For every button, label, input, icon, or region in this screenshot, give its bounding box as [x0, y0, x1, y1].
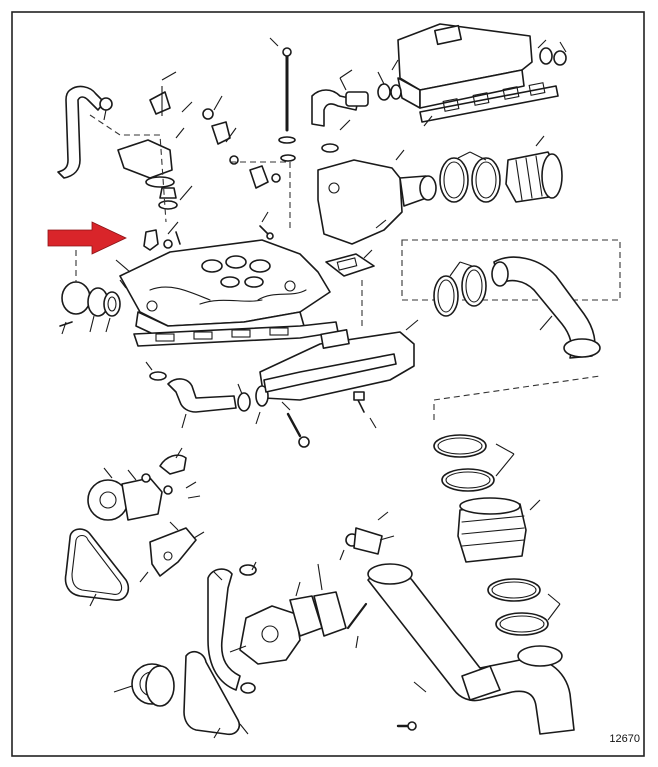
crank-pulley [131, 663, 175, 707]
red-arrow-icon [47, 221, 127, 255]
leader-lines-bottom-right [339, 443, 561, 693]
leader-lines-riser [363, 135, 545, 259]
pump-bracket [149, 527, 197, 577]
bolts-lower-manifold [286, 391, 365, 448]
leader-lines-bottom-left [89, 447, 359, 739]
leader-lines-top-left [103, 71, 237, 201]
figure-number: 12670 [609, 733, 640, 745]
manifold-studs [175, 225, 274, 245]
upper-exhaust-manifold [397, 23, 567, 109]
circulating-pump [87, 454, 187, 521]
drive-belt-left [64, 528, 130, 601]
large-elbow-hose [491, 256, 601, 359]
exhaust-gasket [419, 82, 559, 123]
exhaust-bellows [505, 151, 563, 203]
hose-clamps-mid [433, 265, 487, 317]
small-fittings-top [99, 91, 281, 189]
lower-elbow-hose [149, 371, 251, 413]
leader-lines-manifold [61, 211, 269, 335]
exhaust-riser [317, 159, 437, 245]
hose-clamps-upper [439, 157, 501, 203]
pipe-fasteners [345, 527, 417, 731]
leader-lines-elbow [449, 261, 553, 331]
water-pump [239, 591, 347, 665]
left-flange-parts [59, 281, 121, 327]
alignment-dash-right-bracket [401, 239, 621, 301]
alignment-dash-lower-right [433, 375, 601, 420]
elbow-hose-top [311, 83, 402, 153]
water-pump-hose [207, 564, 257, 694]
long-stud [278, 47, 296, 162]
lower-exhaust-manifold [255, 329, 415, 407]
leader-lines-lower-manifold [145, 319, 419, 429]
alignment-dash-center [230, 161, 291, 232]
intake-manifold [119, 239, 331, 341]
hose-clamps-lower [433, 434, 495, 492]
sensor-fitting [143, 229, 173, 251]
drive-belt-bottom [183, 650, 241, 736]
leader-lines-top-center [269, 37, 567, 131]
diagram-frame [11, 11, 645, 757]
riser-gasket [325, 253, 375, 277]
upper-hose [57, 85, 105, 179]
thermostat-housing [117, 139, 178, 210]
exhaust-pipe [367, 563, 575, 735]
hose-clamps-bottom [487, 578, 549, 636]
exhaust-coupler [457, 497, 527, 563]
